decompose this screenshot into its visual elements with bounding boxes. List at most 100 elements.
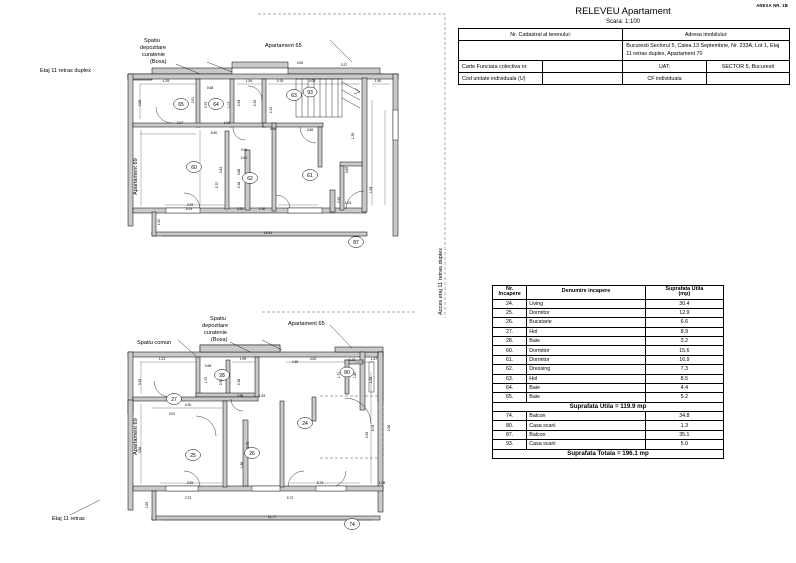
dim-text: 0.68: [205, 364, 212, 368]
header-nr-line2: Incapere: [498, 291, 521, 298]
cell-nr: 60.: [491, 345, 528, 356]
label-boxa-lower-3: curatenie: [204, 330, 227, 336]
cell-sup: 5.0: [644, 439, 725, 450]
dim-text: 3.91: [169, 412, 176, 416]
dim-text: 5.29: [186, 207, 193, 211]
dim-text: 1.21: [159, 357, 166, 361]
dim-text: 2.07: [177, 121, 184, 125]
header-info-table: Nr. Cadastral al terenului: Adresa imobi…: [457, 28, 791, 85]
leader-lines: [69, 39, 353, 516]
dim-text: 3.72: [185, 496, 192, 500]
cell-cf-individuala-value: [705, 72, 791, 85]
room-marker-28: 28: [214, 369, 230, 381]
header-sup-line1: Suprafata Utila: [665, 285, 704, 292]
dim-text: 1.53: [259, 394, 266, 398]
cell-nr: 65.: [491, 392, 528, 403]
table-row: Carte Funciara colectiva nr. UAT: SECTOR…: [457, 60, 791, 73]
room-number-label: 26: [249, 451, 255, 457]
dim-text: 1.71: [337, 372, 341, 379]
cell-cf-individuala-label: CF individuala: [622, 72, 707, 85]
dim-text: 1.08: [379, 481, 386, 485]
label-apartament-65-lower: Apartament 65: [288, 321, 325, 327]
label-boxa-upper-1: Spatiu: [144, 38, 160, 44]
table-row: Cod unitate individuala (U) CF individua…: [457, 72, 791, 85]
dim-text: 3.65: [307, 128, 314, 132]
dim-text: 3.50: [237, 207, 244, 211]
cell-nr: 61.: [491, 354, 528, 366]
upper-windows: [165, 109, 399, 214]
dim-text: 4.55: [270, 127, 277, 131]
dim-text: 0.99: [241, 148, 248, 152]
dim-text: 3.88: [237, 169, 241, 176]
room-number-label: 63: [291, 93, 297, 99]
dim-text: 3.29: [187, 203, 194, 207]
cell-nr: 74.: [491, 411, 528, 422]
dim-text: 4.50: [297, 61, 304, 65]
room-marker-26: 26: [244, 447, 260, 459]
dim-text: 1.90: [375, 79, 382, 83]
upper-doors: [155, 85, 365, 210]
dim-text: 2.35: [253, 100, 257, 107]
room-number-label: 62: [247, 176, 253, 182]
dim-text: 4.65: [292, 360, 299, 364]
upper-dimension-text: 1.29 0.68 1.54 0.76 4.05 1.90 2.88 3.75 …: [138, 61, 381, 235]
total-suprafata: Suprafata Totala = 196.1 mp: [492, 448, 724, 459]
subtotal-row: Suprafata Utila = 119.9 mp: [492, 401, 724, 413]
cell-sup: 8.5: [644, 373, 725, 384]
dim-text: 2.35: [365, 432, 369, 439]
cell-sup: 3.2: [644, 336, 725, 347]
label-etaj-upper: Etaj 11 retras duplex: [40, 68, 91, 74]
label-apartament-69-lower: Apartament 69: [133, 418, 139, 455]
cell-sup: 4.4: [644, 382, 725, 394]
room-number-label: 27: [171, 397, 177, 403]
annex-label: ANEXA NR. 1B: [756, 3, 788, 8]
room-number-label: 64: [213, 102, 219, 108]
dim-text: 4.00: [310, 357, 317, 361]
cell-nr: 64.: [491, 382, 528, 394]
room-marker-61: 61: [302, 169, 318, 181]
room-number-label: 74: [349, 522, 355, 528]
cell-sup: 30.4: [644, 298, 725, 309]
upper-floor-plan: [127, 13, 446, 318]
dim-text: 2.36: [387, 425, 391, 432]
dim-text: 4.05: [309, 79, 316, 83]
room-number-label: 25: [190, 453, 196, 459]
dim-text: 3.29: [187, 481, 194, 485]
room-marker-62: 62: [242, 172, 258, 184]
cell-sup: 15.6: [644, 345, 725, 356]
dim-text: 5.72: [287, 496, 294, 500]
room-marker-65: 65: [173, 98, 189, 110]
dim-text: 1.80: [353, 372, 357, 379]
label-boxa-upper-3: curatenie: [142, 52, 165, 58]
dim-text: 1.23: [349, 358, 356, 362]
room-number-label: 60: [191, 165, 197, 171]
cell-nr: 24.: [491, 298, 528, 309]
room-number-label: 24: [302, 421, 308, 427]
apartment-65-boundary-upper: [258, 13, 446, 318]
room-marker-63: 63: [286, 89, 302, 101]
room-number-markers-lower: 27 28 80 25 26 24: [166, 366, 360, 530]
cell-sup: 35.1: [644, 429, 725, 441]
dim-text: 1.39: [369, 377, 373, 384]
dim-text: 1.65: [145, 502, 149, 509]
dim-text: 1.87: [371, 357, 378, 361]
lower-floor-plan: [127, 311, 416, 521]
room-number-label: 87: [353, 240, 359, 246]
dim-text: 1.39: [351, 133, 355, 140]
header-sup-line2: (mp): [678, 291, 691, 298]
dim-text: 1.72: [204, 377, 208, 384]
label-apartament-69-upper: Apartament 69: [133, 158, 139, 195]
cell-cod-unitate-value: [542, 72, 624, 85]
label-spatiu-comun: Spatiu comun: [137, 340, 171, 346]
label-boxa-lower-2: depozitare: [202, 323, 228, 329]
table-row: Bucuresti Sectorul 5, Calea 13 Septembri…: [457, 40, 790, 61]
cell-sup: 8.9: [644, 326, 725, 338]
